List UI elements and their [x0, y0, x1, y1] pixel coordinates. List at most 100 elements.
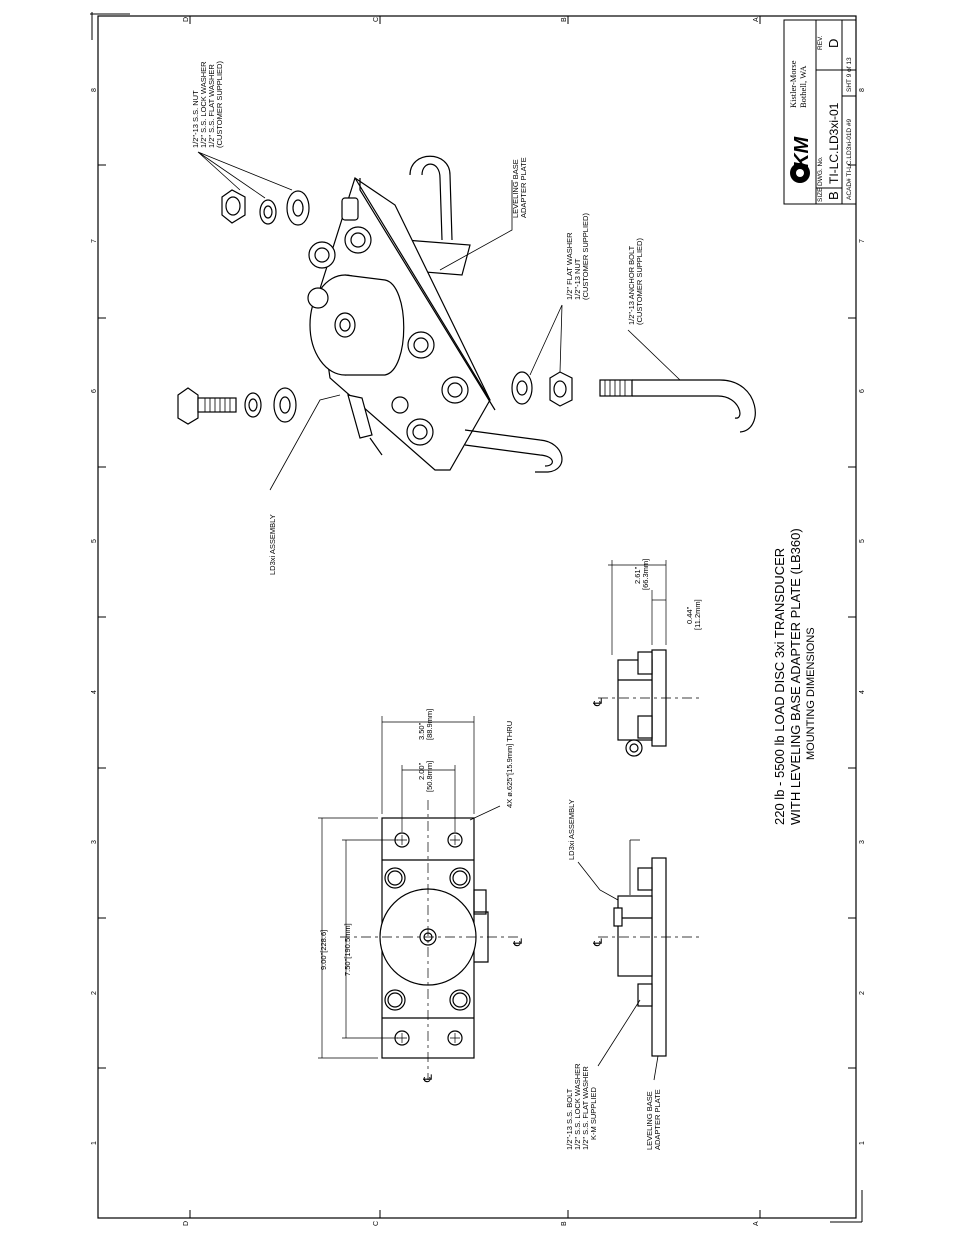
rev-label: REV.	[817, 35, 824, 50]
leveling-base-top-line-1: LEVELING BASE	[511, 159, 520, 218]
bolt-stack	[177, 387, 297, 425]
leader-lines-upper	[197, 151, 681, 491]
zone-bot-b: B	[561, 1221, 568, 1226]
zone-bot-d: D	[183, 1221, 190, 1226]
callout-bolt-stack: 1/2"-13 S.S. BOLT 1/2" S.S. LOCK WASHER …	[565, 1063, 598, 1150]
bolt-stack-line-4: K-M SUPPLIED	[589, 1086, 598, 1140]
top-view	[340, 800, 520, 1080]
side-view-end	[598, 649, 700, 757]
callout-anchor-bolt: 1/2"-13 ANCHOR BOLT (CUSTOMER SUPPLIED)	[627, 238, 644, 325]
anchor-bolt	[599, 379, 756, 433]
logo-text: KM	[791, 136, 813, 168]
callout-leveling-base-top: LEVELING BASE ADAPTER PLATE	[511, 157, 528, 218]
rev-value: D	[826, 39, 841, 48]
zone-left-3: 3	[91, 840, 98, 844]
title-block: KM Kistler-Morse Bothell, WA SIZE B DWG.…	[783, 19, 857, 205]
dim-plate-mm: [11.2mm]	[693, 599, 702, 630]
flat-washer-line-3: (CUSTOMER SUPPLIED)	[581, 213, 590, 300]
leveling-base-top-line-2: ADAPTER PLATE	[519, 157, 528, 218]
leveling-base-bottom-line-1: LEVELING BASE	[645, 1091, 654, 1150]
leader-ld3xi-side	[577, 861, 619, 901]
centerline-side-end: ℄	[591, 698, 605, 707]
zone-row-labels: D C B A D C B A	[183, 17, 760, 1226]
dim-height-mm: [66.3mm]	[641, 559, 650, 590]
title-line-2: WITH LEVELING BASE ADAPTER PLATE (LB360)	[788, 528, 803, 825]
drawing-title: 220 lb - 5500 lb LOAD DISC 3xi TRANSDUCE…	[772, 528, 817, 825]
callout-leveling-base-bottom: LEVELING BASE ADAPTER PLATE	[645, 1089, 662, 1150]
centerline-left: ℄	[421, 1074, 435, 1083]
bolt-stack-line-2: 1/2" S.S. LOCK WASHER	[573, 1063, 582, 1150]
callout-ld3xi-assembly: LD3xi ASSEMBLY	[268, 514, 277, 575]
sheet-number: SHT 9 of 13	[846, 57, 853, 92]
sheet-border	[90, 12, 863, 1223]
callout-flat-washer-nut: 1/2" FLAT WASHER 1/2"-13 NUT (CUSTOMER S…	[565, 213, 590, 300]
title-line-1: 220 lb - 5500 lb LOAD DISC 3xi TRANSDUCE…	[772, 548, 787, 825]
zone-top-b: B	[561, 17, 568, 22]
title-line-3: MOUNTING DIMENSIONS	[805, 627, 817, 760]
dim-height-in: 2.61"	[633, 566, 642, 584]
callout-nut-stack: 1/2"-13 S.S. NUT 1/2" S.S. LOCK WASHER 1…	[191, 61, 224, 148]
bolt-stack-line-1: 1/2"-13 S.S. BOLT	[565, 1088, 574, 1150]
side-end-dimensions	[608, 560, 667, 655]
flat-washer-line-2: 1/2"-13 NUT	[573, 258, 582, 300]
dwg-label: DWG. No.	[817, 156, 824, 186]
km-logo: KM	[790, 136, 813, 183]
dim-overall-length: 9.00"[228.6]	[319, 930, 328, 970]
isometric-exploded-view	[177, 155, 756, 473]
callout-thru-holes: 4X ø.625"[15.9mm] THRU	[505, 721, 514, 808]
anchor-bolt-line-2: (CUSTOMER SUPPLIED)	[635, 238, 644, 325]
zone-right-3: 3	[859, 840, 866, 844]
nut-stack-line-3: 1/2" S.S. FLAT WASHER	[207, 64, 216, 148]
company-location: Bothell, WA	[798, 65, 808, 108]
zone-left-5: 5	[91, 539, 98, 543]
centerline-side-front: ℄	[591, 938, 605, 947]
dim-width-inner-in: 2.00"	[417, 762, 426, 780]
zone-right-1: 1	[859, 1141, 866, 1145]
side-view-front	[598, 839, 700, 1057]
zone-left-7: 7	[91, 239, 98, 243]
callout-ld3xi-assembly-side: LD3xi ASSEMBLY	[567, 799, 576, 860]
size-value: B	[826, 191, 841, 200]
dim-width-outer-mm: [88.9mm]	[425, 709, 434, 740]
zone-bot-a: A	[753, 1221, 760, 1226]
acad-reference: ACAD# TI-LC.LD3xi-01D #9	[846, 118, 853, 200]
dim-plate-in: 0.44"	[685, 606, 694, 624]
zone-left-8: 8	[91, 88, 98, 92]
zone-top-a: A	[753, 17, 760, 22]
dim-width-outer-in: 3.50"	[417, 722, 426, 740]
nut-stack-line-2: 1/2" S.S. LOCK WASHER	[199, 61, 208, 148]
zone-right-2: 2	[859, 991, 866, 995]
nut-washer-stack-upper	[221, 189, 310, 226]
top-view-dimensions	[318, 716, 501, 1059]
zone-column-labels: 8 7 6 5 4 3 2 1 8 7 6 5 4 3 2 1	[91, 88, 866, 1145]
dim-hole-spacing: 7.50"[190.5mm]	[343, 923, 352, 976]
bolt-stack-line-3: 1/2" S.S. FLAT WASHER	[581, 1066, 590, 1150]
zone-right-8: 8	[859, 88, 866, 92]
zone-right-6: 6	[859, 389, 866, 393]
nut-stack-line-1: 1/2"-13 S.S. NUT	[191, 90, 200, 148]
zone-top-c: C	[373, 17, 380, 22]
centerline-top-view: ℄	[511, 938, 525, 947]
zone-right-4: 4	[859, 690, 866, 694]
dwg-number: TI-LC.LD3xi-01	[827, 102, 841, 184]
dim-width-inner-mm: [50.8mm]	[425, 761, 434, 792]
zone-left-6: 6	[91, 389, 98, 393]
zone-bot-c: C	[373, 1221, 380, 1226]
washer-nut-lower	[511, 371, 573, 407]
zone-left-1: 1	[91, 1141, 98, 1145]
leader-lines-lower	[597, 999, 659, 1081]
zone-right-7: 7	[859, 239, 866, 243]
plate-nuts	[307, 197, 469, 446]
zone-left-4: 4	[91, 690, 98, 694]
flat-washer-line-1: 1/2" FLAT WASHER	[565, 232, 574, 300]
leveling-base-bottom-line-2: ADAPTER PLATE	[653, 1089, 662, 1150]
anchor-bolt-line-1: 1/2"-13 ANCHOR BOLT	[627, 245, 636, 325]
zone-top-d: D	[183, 17, 190, 22]
company-name: Kistler-Morse	[788, 60, 798, 108]
size-label: SIZE	[817, 187, 824, 202]
zone-left-2: 2	[91, 991, 98, 995]
nut-stack-line-4: (CUSTOMER SUPPLIED)	[215, 61, 224, 148]
zone-right-5: 5	[859, 539, 866, 543]
